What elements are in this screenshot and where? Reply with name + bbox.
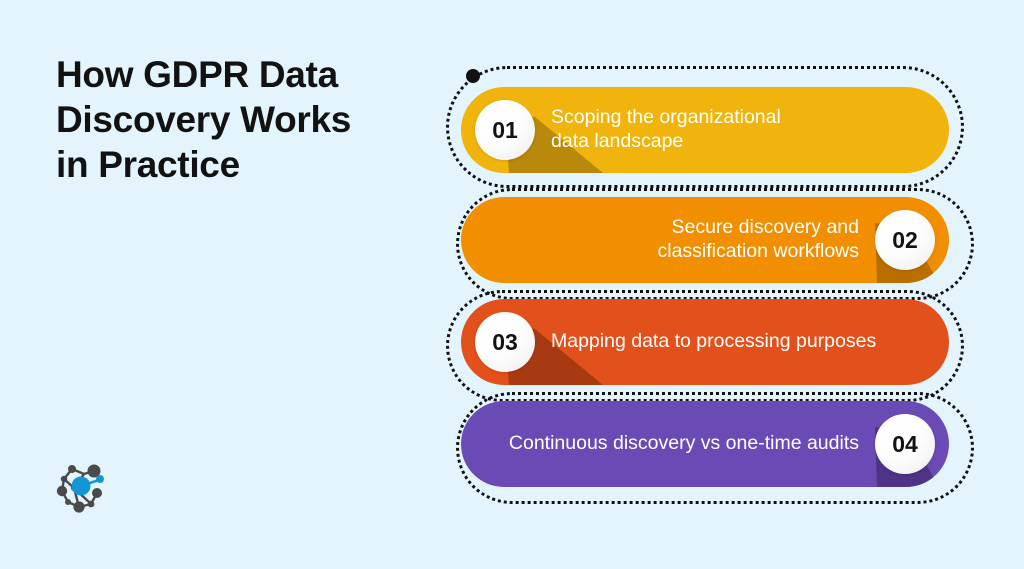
step-number: 02: [892, 226, 918, 253]
step-label-line-1: Scoping the organizational: [551, 106, 781, 129]
step-label-line-2: classification workflows: [657, 240, 859, 262]
step-number: 03: [492, 328, 518, 355]
step-bar[interactable]: 04 Continuous discovery vs one-time audi…: [461, 401, 949, 487]
step-label: Mapping data to processing purposes: [551, 330, 923, 354]
step-label: Scoping the organizational data landscap…: [551, 106, 923, 154]
step-bar[interactable]: 01 Scoping the organizational data lands…: [461, 87, 949, 173]
step-label-line-2: data landscape: [551, 130, 684, 152]
step-label-line-1: Secure discovery and: [671, 216, 859, 239]
page-title-line-3: in Practice: [56, 144, 240, 186]
page-title-line-1: How GDPR Data: [56, 54, 338, 95]
network-nodes-logo: [50, 455, 114, 519]
step-number-badge: 04: [875, 414, 935, 474]
step-number: 01: [492, 116, 518, 143]
step-bar[interactable]: 02 Secure discovery and classification w…: [461, 197, 949, 283]
step-label-line-1: Mapping data to processing purposes: [551, 330, 877, 353]
steps-list: 01 Scoping the organizational data lands…: [446, 58, 986, 506]
step-number-badge: 02: [875, 210, 935, 270]
page-title: How GDPR Data Discovery Works in Practic…: [56, 52, 436, 187]
start-dot-icon: [466, 69, 480, 83]
step-number-badge: 01: [475, 100, 535, 160]
step-label: Continuous discovery vs one-time audits: [487, 432, 859, 456]
step-number-badge: 03: [475, 312, 535, 372]
step-label: Secure discovery and classification work…: [487, 216, 859, 264]
page-title-line-2: Discovery Works: [56, 99, 352, 141]
step-number: 04: [892, 430, 918, 457]
step-label-line-1: Continuous discovery vs one-time audits: [508, 432, 859, 455]
step-bar[interactable]: 03 Mapping data to processing purposes: [461, 299, 949, 385]
